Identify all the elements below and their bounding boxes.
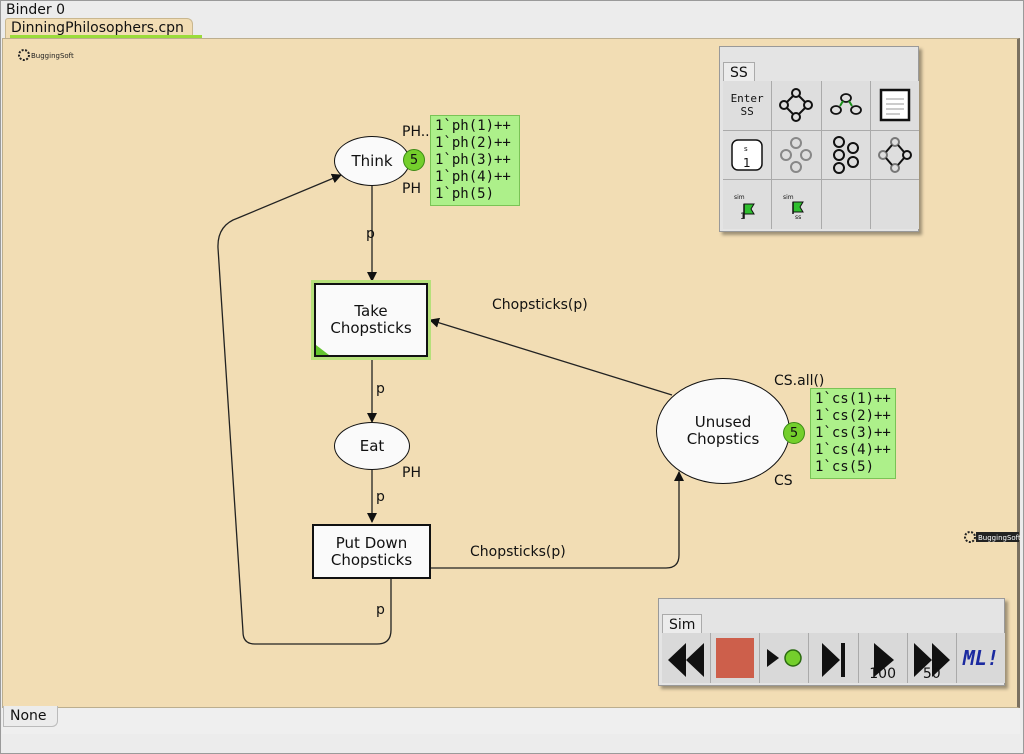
play-icon — [822, 643, 846, 677]
place-unused-init-label: CS.all() — [774, 373, 825, 389]
sim-to-ss-button[interactable]: sim ss — [772, 180, 821, 229]
ss-tool-palette[interactable]: SS Enter SS — [719, 46, 919, 232]
arc-label-put-unused: Chopsticks(p) — [470, 544, 566, 560]
marking-think-line: 1`ph(1)++ — [435, 118, 511, 134]
place-unused-chopstics[interactable]: Unused Chopstics — [656, 378, 790, 484]
place-eat[interactable]: Eat — [334, 422, 410, 470]
stop-button[interactable] — [711, 633, 760, 683]
arc-label-think-take: p — [366, 226, 375, 242]
calculate-ss-button[interactable] — [772, 81, 821, 130]
rewind-icon — [668, 643, 705, 677]
buggingsoft-logo-right: BuggingSoft — [964, 529, 1021, 545]
marking-unused-line: 1`cs(5) — [815, 459, 875, 475]
ss-node-counter: 1 — [743, 156, 751, 170]
ss-to-sim-button[interactable]: sim 1 — [723, 180, 772, 229]
place-think-name: Think — [351, 151, 393, 170]
marking-think-line: 1`ph(4)++ — [435, 169, 511, 185]
state-space-report-icon — [879, 89, 911, 122]
status-text: None — [3, 706, 58, 727]
ml-icon: ML! — [962, 646, 999, 670]
successor-node-button[interactable]: s 1 — [723, 130, 772, 180]
svg-text:1: 1 — [740, 212, 746, 220]
marking-unused-line: 1`cs(1)++ — [815, 391, 891, 407]
ss-to-sim-icon: sim 1 — [734, 194, 756, 220]
ss-empty-slot — [821, 180, 870, 229]
display-successors-icon — [780, 136, 813, 173]
binder-title: Binder 0 — [6, 2, 65, 18]
place-eat-type-label: PH — [402, 465, 421, 481]
state-space-report-button[interactable] — [870, 81, 919, 130]
play-100-label: 100 — [869, 666, 896, 682]
marking-think-line: 1`ph(2)++ — [435, 135, 511, 151]
active-tab-indicator — [10, 35, 202, 38]
marking-unused: 1`cs(1)++ 1`cs(2)++ 1`cs(3)++ 1`cs(4)++ … — [810, 388, 896, 479]
arc-put-think — [217, 173, 392, 645]
place-think-type-label: PH — [402, 181, 421, 197]
ss-palette-tab[interactable]: SS — [723, 62, 755, 83]
arc-label-put-think: p — [376, 602, 385, 618]
step-icon — [767, 649, 803, 667]
display-successors-button[interactable] — [772, 130, 821, 180]
place-unused-type-label: CS — [774, 473, 793, 489]
place-eat-name: Eat — [359, 436, 385, 455]
graph-layout-icon — [877, 136, 912, 173]
arc-unused-take — [429, 317, 673, 396]
token-count-think: 5 — [403, 149, 425, 171]
transition-put-down-chopsticks[interactable]: Put Down Chopsticks — [312, 524, 431, 579]
buggingsoft-logo: BuggingSoft — [18, 47, 74, 61]
svg-text:sim: sim — [783, 194, 794, 201]
marking-think: 1`ph(1)++ 1`ph(2)++ 1`ph(3)++ 1`ph(4)++ … — [430, 115, 520, 206]
arc-label-unused-take: Chopsticks(p) — [492, 297, 588, 313]
sim-palette-tab[interactable]: Sim — [662, 614, 703, 635]
rewind-button[interactable] — [662, 633, 711, 683]
place-think-init-label: PH.. — [402, 124, 430, 140]
svg-text:sim: sim — [734, 194, 745, 201]
marking-think-line: 1`ph(3)++ — [435, 152, 511, 168]
play-once-button[interactable] — [809, 633, 858, 683]
display-node-icon — [829, 93, 862, 116]
place-think[interactable]: Think — [334, 136, 410, 186]
marking-unused-line: 1`cs(2)++ — [815, 408, 891, 424]
fast-forward-50-button[interactable]: 50 — [907, 633, 956, 683]
place-unused-name: Unused Chopstics — [686, 413, 760, 448]
fast-forward-50-label: 50 — [922, 666, 941, 682]
ml-evaluate-button[interactable]: ML! — [956, 633, 1005, 683]
arc-label-take-eat: p — [376, 381, 385, 397]
marking-unused-line: 1`cs(3)++ — [815, 425, 891, 441]
token-count-unused: 5 — [783, 422, 805, 444]
transition-take-chopsticks[interactable]: Take Chopsticks — [314, 283, 428, 357]
enabled-indicator-icon — [316, 345, 329, 355]
calculate-ss-icon — [779, 88, 814, 123]
enter-ss-button[interactable]: Enter SS — [723, 81, 772, 130]
tab-dinning-philosophers[interactable]: DinningPhilosophers.cpn — [5, 18, 193, 38]
graph-layout-button[interactable] — [870, 130, 919, 180]
svg-text:s: s — [744, 145, 748, 153]
svg-text:ss: ss — [795, 214, 801, 220]
marking-unused-line: 1`cs(4)++ — [815, 442, 891, 458]
fast-forward-icon — [913, 643, 950, 677]
sim-to-ss-icon: sim ss — [783, 194, 805, 220]
arc-put-unused — [431, 471, 684, 569]
play-icon — [873, 643, 894, 677]
status-bar — [2, 708, 1020, 734]
display-predecessors-button[interactable] — [821, 130, 870, 180]
svg-text:BuggingSoft: BuggingSoft — [978, 534, 1020, 542]
transition-put-name: Put Down Chopsticks — [330, 533, 413, 569]
successor-node-icon: s 1 — [731, 139, 763, 171]
play-100-button[interactable]: 100 — [858, 633, 907, 683]
display-node-button[interactable] — [821, 81, 870, 130]
ss-empty-slot — [870, 180, 919, 229]
display-predecessors-icon — [832, 135, 859, 174]
transition-take-name: Take Chopsticks — [330, 302, 412, 337]
arc-label-eat-put: p — [376, 489, 385, 505]
single-step-button[interactable] — [760, 633, 809, 683]
svg-text:BuggingSoft: BuggingSoft — [31, 52, 74, 60]
stop-icon — [716, 638, 755, 678]
marking-think-line: 1`ph(5) — [435, 186, 495, 202]
sim-tool-palette[interactable]: Sim — [658, 598, 1005, 686]
